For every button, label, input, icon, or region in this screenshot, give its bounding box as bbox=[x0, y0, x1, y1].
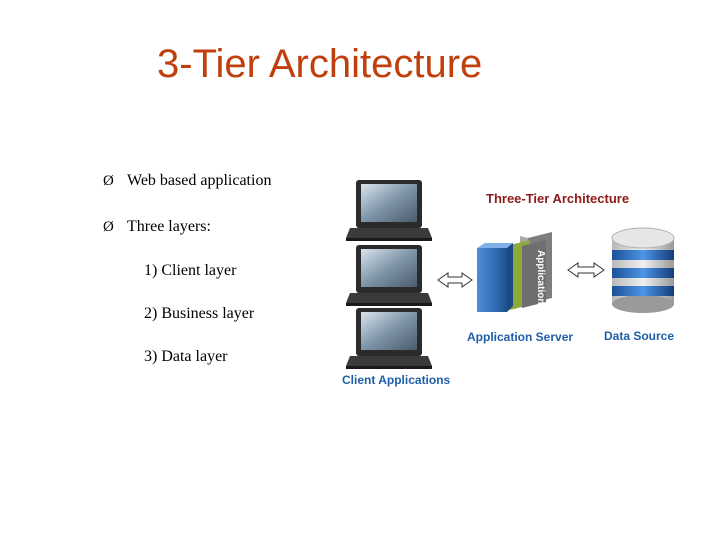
bullet-item: Ø Three layers: bbox=[103, 218, 211, 236]
sublist-item: 3) Data layer bbox=[144, 348, 228, 365]
bullet-arrow-icon: Ø bbox=[103, 173, 114, 189]
database-icon bbox=[611, 227, 675, 313]
laptop-icon bbox=[346, 245, 432, 306]
application-server-icon: Application bbox=[477, 232, 552, 312]
bullet-item: Ø Web based application bbox=[103, 172, 271, 190]
bullet-arrow-icon: Ø bbox=[103, 219, 114, 235]
datasource-label: Data Source bbox=[604, 329, 674, 343]
server-book-label: Application bbox=[535, 250, 546, 304]
diagram-heading: Three-Tier Architecture bbox=[486, 191, 629, 206]
sublist-item: 1) Client layer bbox=[144, 262, 237, 279]
slide-title: 3-Tier Architecture bbox=[157, 42, 483, 86]
bullet-text: Web based application bbox=[127, 172, 272, 189]
double-arrow-icon bbox=[437, 272, 473, 288]
server-label: Application Server bbox=[467, 330, 573, 344]
double-arrow-icon bbox=[567, 262, 605, 278]
laptop-icon bbox=[346, 180, 432, 241]
client-label: Client Applications bbox=[342, 373, 451, 387]
sublist-item: 2) Business layer bbox=[144, 305, 255, 322]
bullet-text: Three layers: bbox=[127, 218, 211, 235]
laptop-icon bbox=[346, 308, 432, 369]
